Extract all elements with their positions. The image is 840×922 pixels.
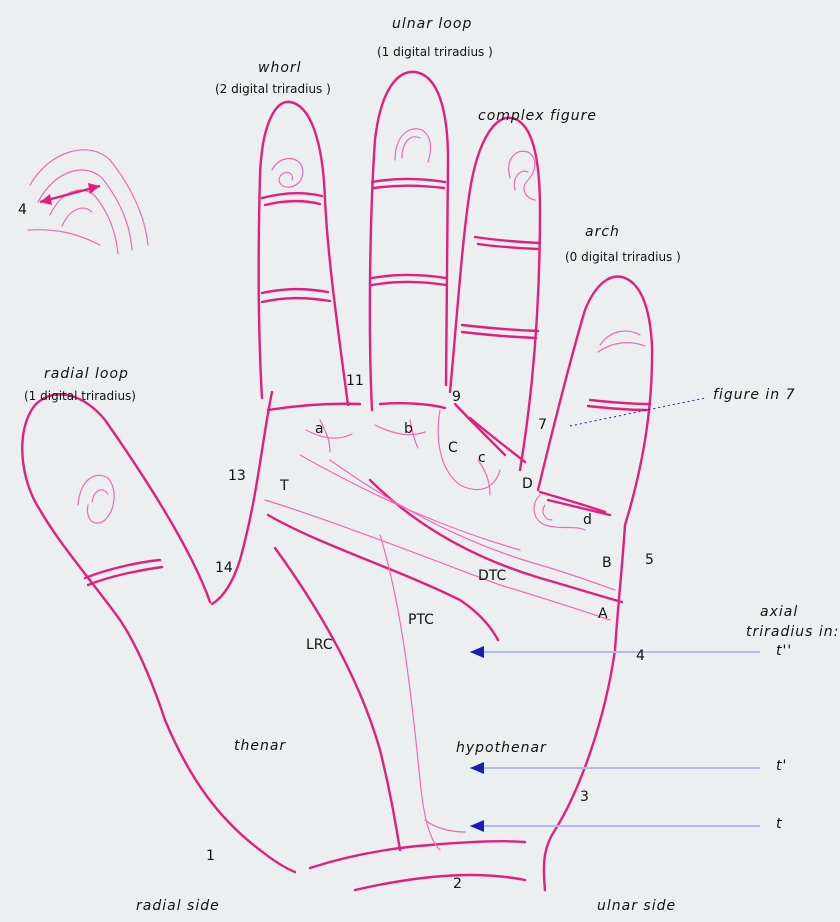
hypothenar-label: hypothenar [456,740,547,756]
lrc-label: LRC [306,637,333,653]
number-3: 3 [580,789,589,805]
number-5: 5 [645,552,654,568]
triradius-c: c [478,450,486,466]
index-finger-outline [259,102,348,405]
triradius-C: C [448,440,458,456]
wrist-crease-upper [310,841,525,868]
ulnar-side-label: ulnar side [597,898,676,914]
axial-t-double-prime: t'' [776,643,792,659]
radial-loop-subtitle: (1 digital triradius) [24,389,136,403]
axial-arrows [470,646,760,832]
thumb-outline [22,394,210,720]
number-14: 14 [215,560,233,576]
middle-finger-outline [370,72,448,410]
radial-loop-title: radial loop [44,366,129,382]
axial-t-prime: t' [776,758,787,774]
crease-radial-longitudinal [275,548,400,850]
number-4: 4 [636,648,645,664]
inset-number-4: 4 [18,202,27,218]
number-7: 7 [538,417,547,433]
arch-title: arch [585,224,620,240]
ptc-label: PTC [408,612,434,628]
triradius-D: D [522,476,533,492]
triradius-b: b [404,421,413,437]
triradius-d: d [583,512,592,528]
whorl-title: whorl [258,60,302,76]
number-11: 11 [346,373,364,389]
axial-title: axial [760,604,798,620]
arch-subtitle: (0 digital triradius ) [565,250,681,264]
whorl-subtitle: (2 digital triradius ) [215,82,331,96]
ulnar-loop-subtitle: (1 digital triradius ) [377,45,493,59]
complex-figure-title: complex figure [478,108,597,124]
dtc-label: DTC [478,568,506,584]
figure-in-7-label: figure in 7 [713,387,796,403]
thenar-label: thenar [234,738,286,754]
ulnar-loop-title: ulnar loop [392,16,472,32]
crease-proximal [268,515,498,640]
number-13: 13 [228,468,246,484]
number-9: 9 [452,389,461,405]
wrist-crease-lower [355,875,525,890]
triradius-A: A [598,606,608,622]
ring-finger-outline [450,118,540,470]
radial-side-label: radial side [136,898,220,914]
axial-title-2: triradius in: [746,624,839,640]
axial-t: t [776,816,783,832]
triradius-B: B [602,555,612,571]
triradius-a: a [315,421,324,437]
number-1: 1 [206,848,215,864]
triradius-T: T [280,478,289,494]
number-2: 2 [453,876,462,892]
